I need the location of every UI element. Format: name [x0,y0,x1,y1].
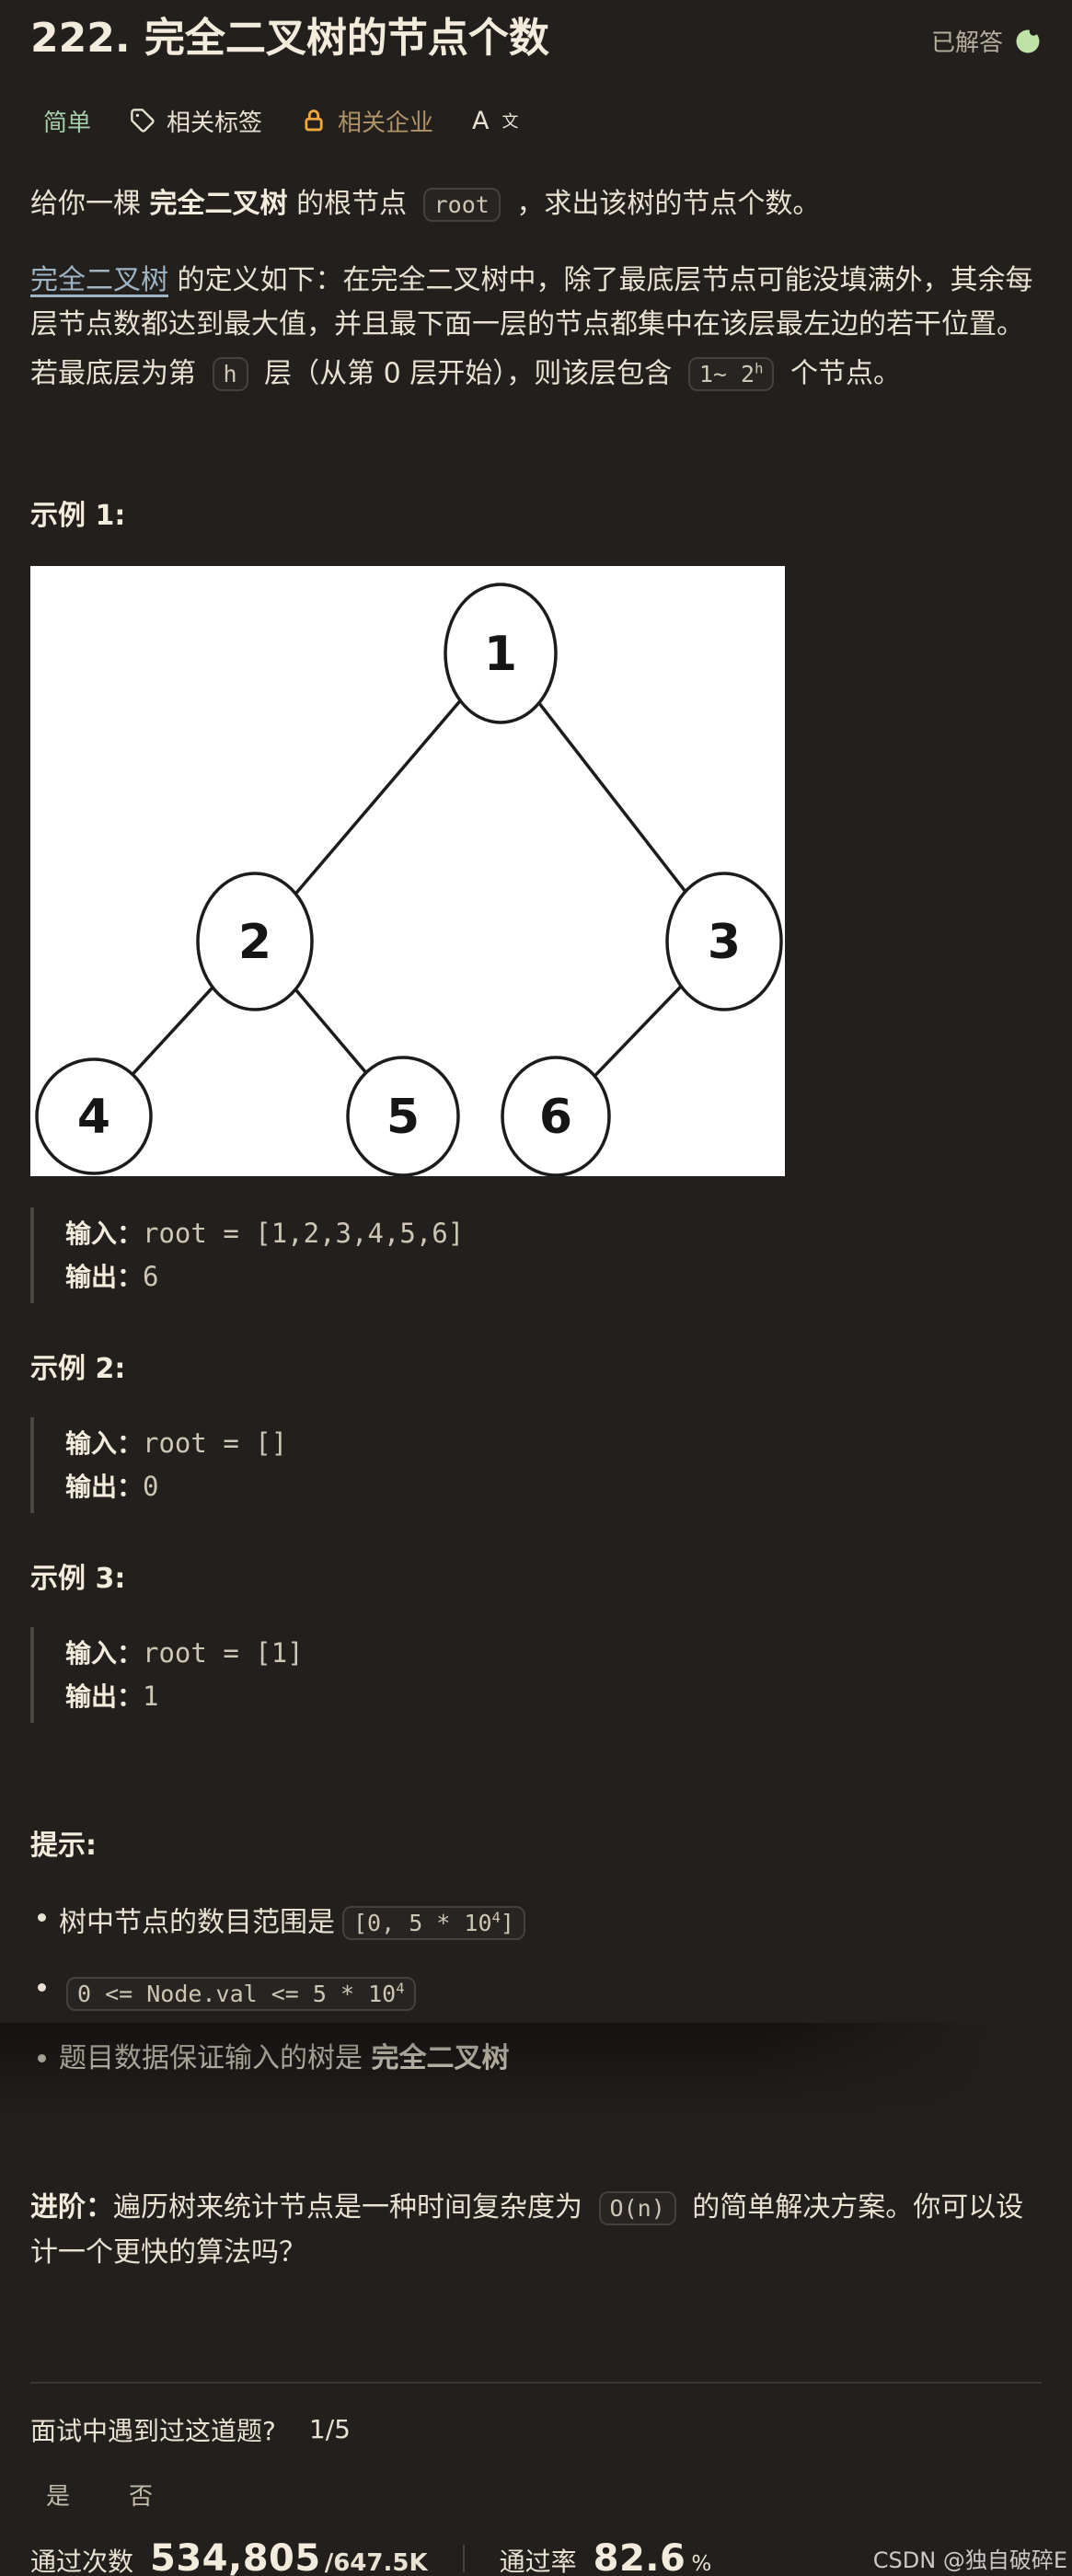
description-paragraph: 给你一棵 完全二叉树 的根节点 root ，求出该树的节点个数。 [30,187,821,222]
example-2-heading: 示例 2: [30,1353,126,1386]
tree-node [35,1057,153,1175]
tree-node-value: 5 [386,1090,420,1145]
text-settings-icon: A [472,106,490,135]
related-companies-button[interactable]: 相关企业 [301,104,433,138]
lock-icon [305,110,323,132]
accepted-total: /647.5K [324,2548,428,2576]
example-input-line: 输入：root = [1,2,3,4,5,6] [65,1218,465,1250]
accepted-count: 534,805 [150,2536,321,2576]
problem-header: 222. 完全二叉树的节点个数 已解答 [30,0,1042,64]
problem-description: 给你一棵 完全二叉树 的根节点 root ，求出该树的节点个数。 完全二叉树 的… [30,182,1042,397]
survey-yes-button[interactable]: 是 [46,2478,70,2512]
example-tree-figure: 1 2 3 4 5 6 [30,566,785,1177]
watermark: CSDN @独自破碎E [872,2547,1067,2573]
stats-divider [462,2544,465,2572]
description-paragraph: 完全二叉树 的定义如下：在完全二叉树中，除了最底层节点可能没填满外，其余每层节点… [30,263,1033,392]
tree-node-value: 2 [238,915,271,970]
tree-node [501,1056,611,1177]
example-input-line: 输入：root = [] [65,1427,288,1460]
survey-answers: 是 否 [30,2478,1042,2512]
survey-question-row: 面试中遇到过这道题? 1/5 [30,2411,1042,2448]
tag-icon [131,109,155,133]
tree-node-value: 1 [484,627,517,682]
hint-item: 树中节点的数目范围是[0, 5 * 104] [30,1896,1042,1946]
inline-link[interactable]: 完全二叉树 [30,263,168,296]
tree-node-value: 3 [708,915,741,970]
example-tree-svg: 1 2 3 4 5 6 [35,583,783,1177]
example-output-line: 输出：1 [65,1681,159,1713]
solved-status[interactable]: 已解答 [931,24,1042,58]
hints-heading: 提示: [30,1830,97,1863]
rate-value: 82.6 [593,2536,686,2576]
related-tags-label: 相关标签 [167,109,263,137]
solved-icon [1016,27,1040,52]
hints-list: 树中节点的数目范围是[0, 5 * 104] 0 <= Node.val <= … [30,1896,1042,2081]
tree-node [346,1056,460,1177]
solved-label: 已解答 [930,29,1003,57]
example-3-block: 输入：root = [1] 输出：1 [30,1627,1042,1724]
tree-node-value: 6 [539,1090,572,1145]
survey-progress: 1/5 [308,2414,351,2445]
related-tags-button[interactable]: 相关标签 [130,104,262,138]
example-1-block: 输入：root = [1,2,3,4,5,6] 输出：6 [30,1207,1042,1304]
example-1-heading: 示例 1: [30,500,126,533]
survey-question: 面试中遇到过这道题? [30,2415,276,2446]
hint-item: 题目数据保证输入的树是 完全二叉树 [30,2037,1042,2081]
tree-node-value: 4 [77,1090,110,1145]
tree-node [196,872,314,1011]
example-3-heading: 示例 3: [30,1563,126,1596]
page-title: 222. 完全二叉树的节点个数 [30,15,549,62]
stats-row: 通过次数 534,805 /647.5K 通过率 82.6 % [30,2537,1042,2576]
example-output-line: 输出：6 [65,1261,159,1293]
related-companies-label: 相关企业 [338,109,434,137]
rate-unit: % [691,2551,712,2576]
accepted-label: 通过次数 [30,2546,134,2576]
example-output-line: 输出：0 [65,1471,159,1503]
tree-node [665,872,783,1011]
followup-paragraph: 进阶：遍历树来统计节点是一种时间复杂度为 O(n) 的简单解决方案。你可以设计一… [30,2190,1024,2269]
example-input-line: 输入：root = [1] [65,1637,304,1669]
difficulty-badge[interactable]: 简单 [43,109,92,137]
example-2-block: 输入：root = [] 输出：0 [30,1417,1042,1514]
hint-item: 0 <= Node.val <= 5 * 104 [30,1966,1042,2016]
rate-label: 通过率 [499,2546,577,2576]
survey-no-button[interactable]: 否 [129,2478,153,2512]
tree-node [444,583,558,724]
section-divider [30,2381,1042,2384]
